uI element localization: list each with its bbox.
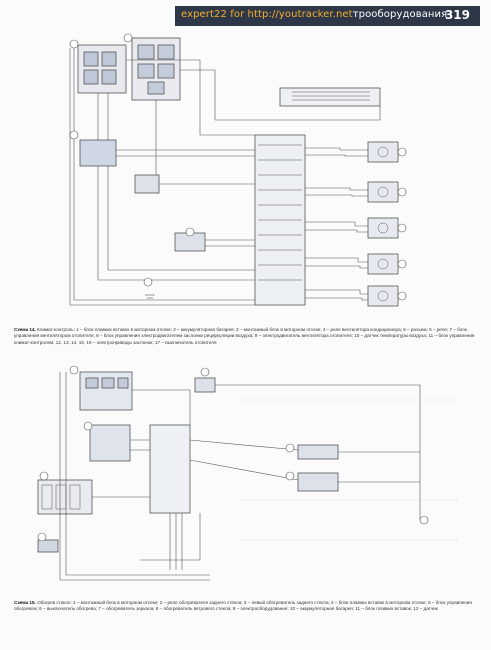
- caption-scheme-15: Схема 15. Обогрев стекол: 1 – монтажный …: [14, 600, 480, 613]
- blower-module: [79, 139, 117, 167]
- page-header: expert22 for http://youtracker.netтрообо…: [175, 6, 480, 26]
- actuator: [367, 285, 399, 307]
- header-text: expert22 for http://youtracker.netтрообо…: [181, 9, 447, 21]
- heater-element: [297, 444, 339, 460]
- actuator: [367, 217, 399, 239]
- page-number: 319: [444, 8, 470, 22]
- relay: [134, 174, 160, 194]
- connector: [279, 87, 381, 107]
- scheme-14-diagram: [69, 33, 407, 307]
- caption-14-label: Схема 14.: [14, 327, 36, 332]
- heater-element-2: [297, 472, 339, 492]
- caption-15-label: Схема 15.: [14, 600, 36, 605]
- actuator: [367, 253, 399, 275]
- caption-14-text: Климат-контроль: 1 – блок плавких вставо…: [14, 327, 475, 345]
- battery: [37, 539, 59, 553]
- header-title: трооборудования: [352, 9, 448, 20]
- caption-scheme-14: Схема 14. Климат-контроль: 1 – блок плав…: [14, 327, 480, 346]
- relay-block-2: [89, 424, 131, 462]
- scheme-15-diagram: [37, 365, 460, 581]
- watermark-text: expert22 for http://youtracker.net: [181, 9, 353, 20]
- actuator: [367, 141, 399, 163]
- actuator: [367, 181, 399, 203]
- caption-15-text: Обогрев стекол: 1 – монтажный блок в мот…: [14, 600, 472, 612]
- control-module: [149, 424, 191, 514]
